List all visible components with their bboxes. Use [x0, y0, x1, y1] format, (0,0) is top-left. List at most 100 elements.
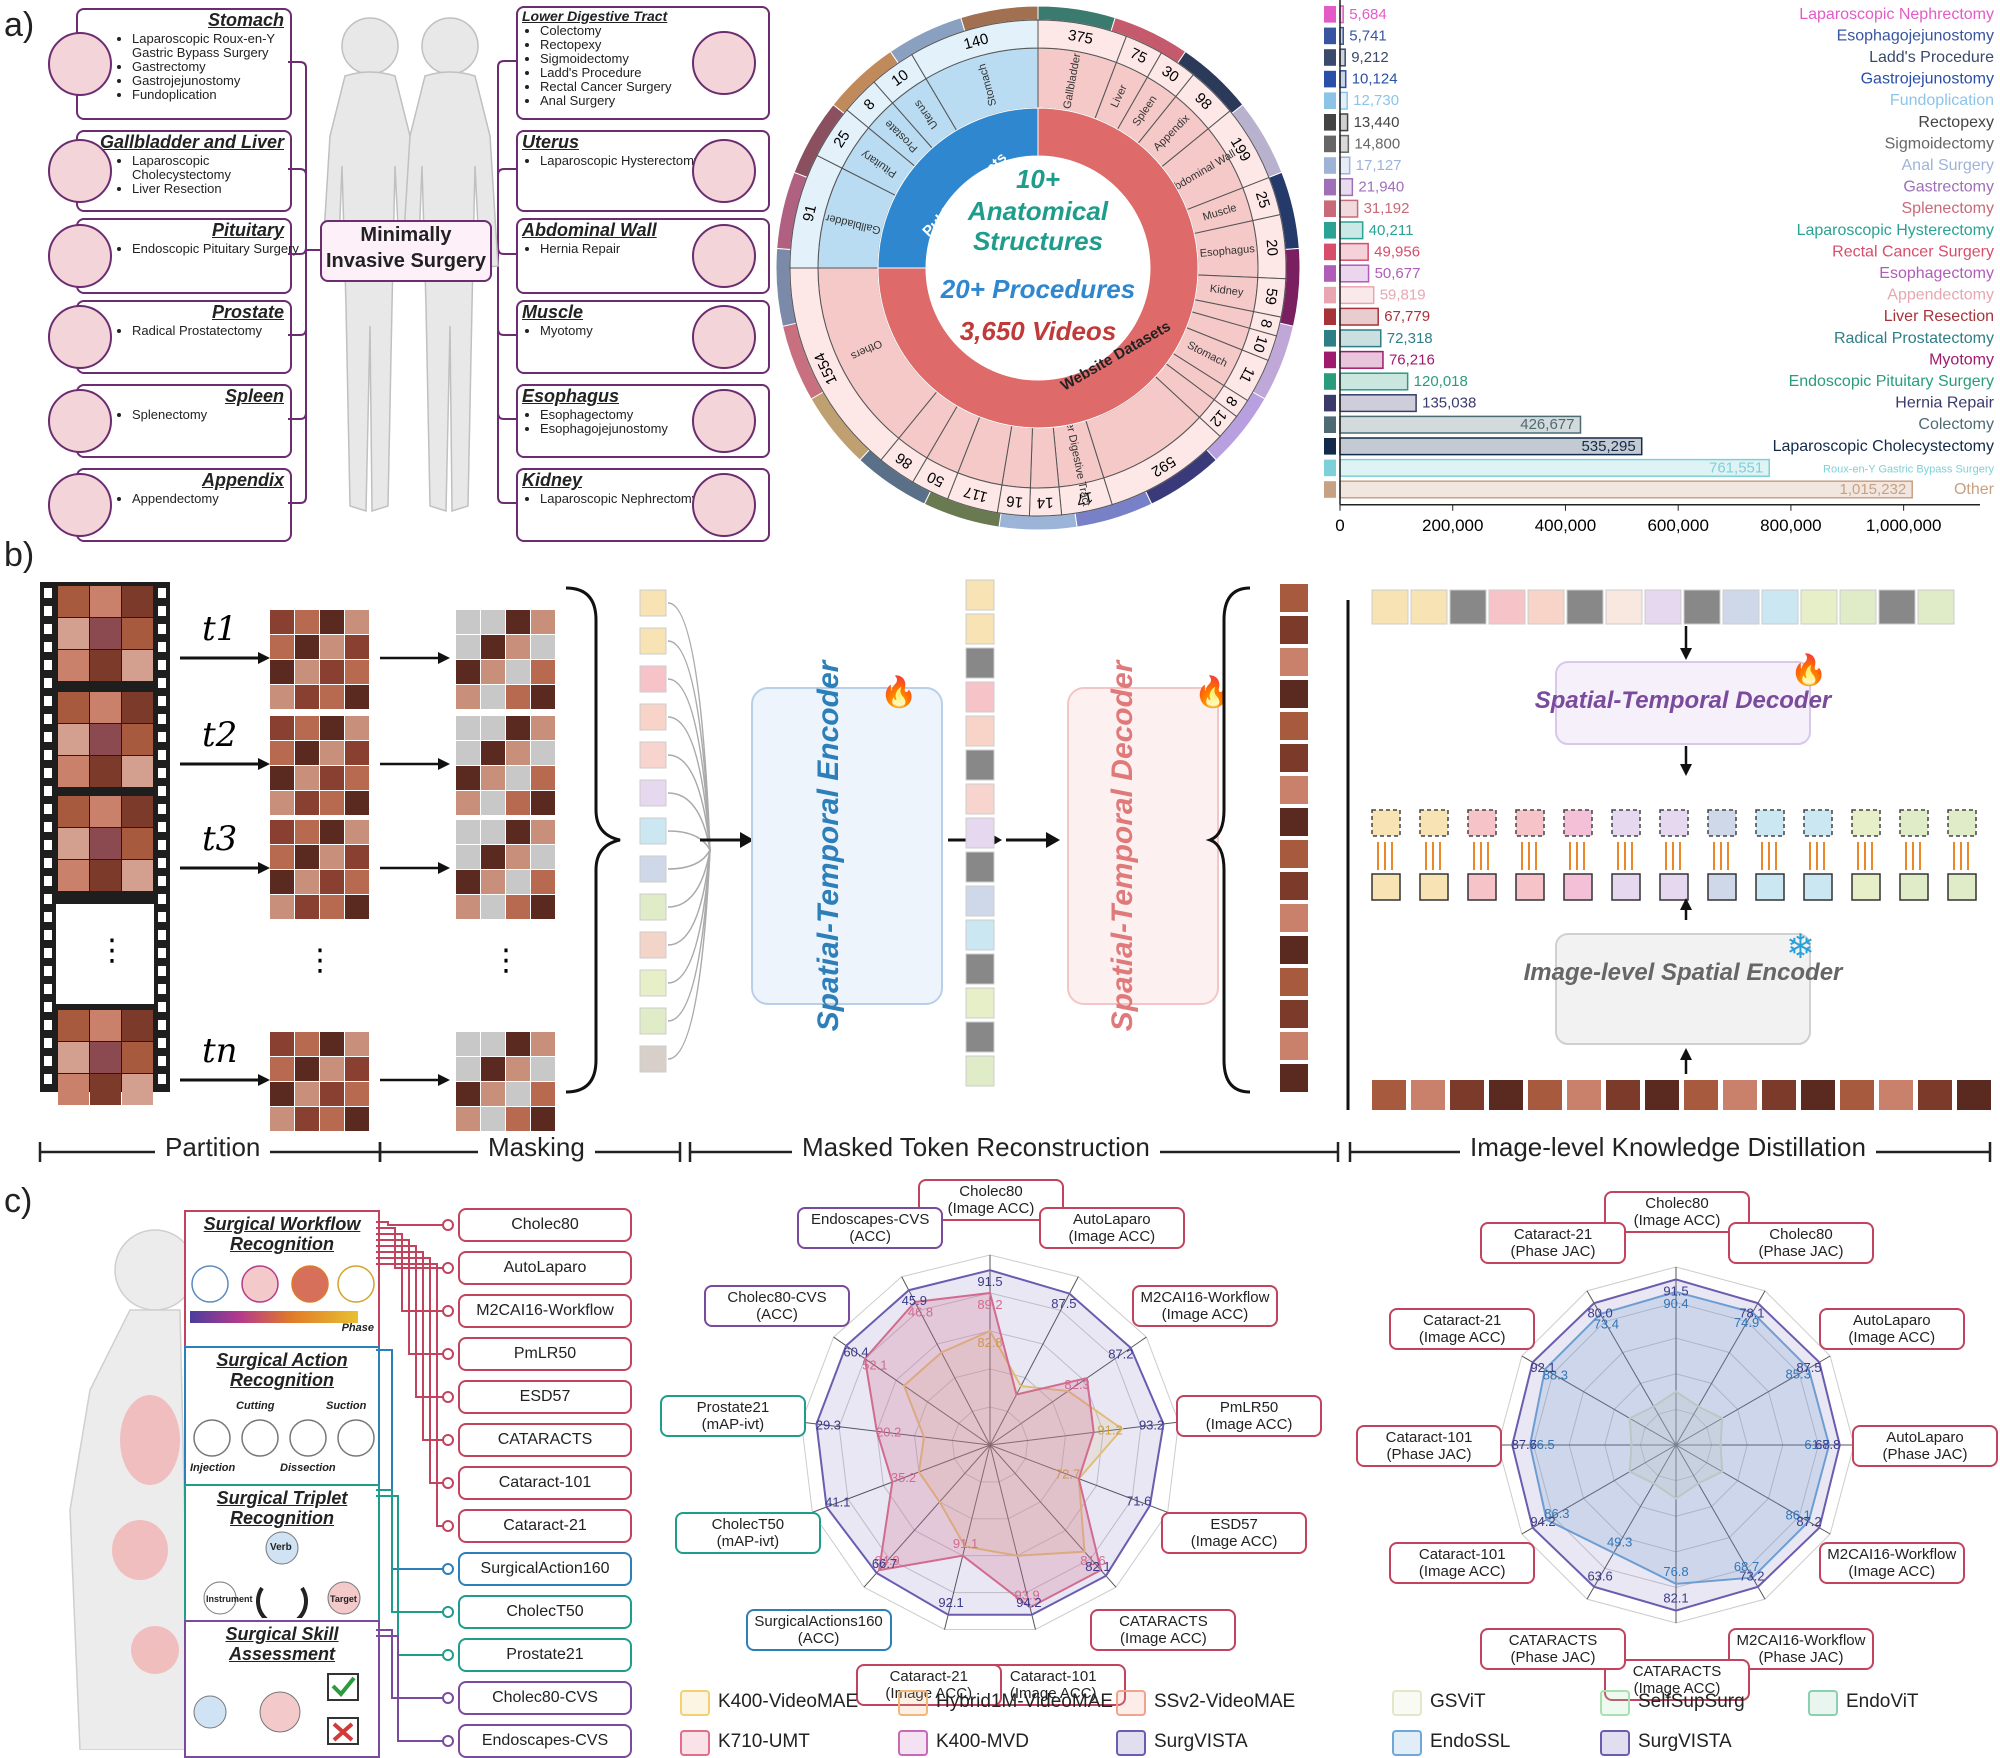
token-connector: [667, 849, 711, 946]
radar-axis-label: ESD57(Image ACC): [1161, 1512, 1308, 1555]
legend-swatch: [1116, 1730, 1146, 1756]
reconstructed-token: [1280, 680, 1308, 708]
bar-5: [1339, 113, 1349, 132]
radar-value-label: 78.1: [1739, 1306, 1764, 1321]
patch: [506, 685, 530, 709]
task-triplet-box: Surgical Triplet Recognition Verb Instru…: [184, 1484, 380, 1622]
masked-patch: [481, 716, 505, 740]
token-connector: [667, 849, 711, 1060]
arrow-head: [258, 652, 270, 664]
website-count-label: 75: [1127, 45, 1149, 68]
patch: [295, 791, 319, 815]
patch: [531, 1032, 555, 1056]
triplet-verb: Verb: [270, 1542, 292, 1553]
arrow-head: [258, 758, 270, 770]
connector-dot: [442, 1477, 454, 1489]
student-token: [1803, 873, 1833, 901]
procedure-item: Gastrectomy: [132, 60, 302, 74]
input-frame: [1840, 1080, 1874, 1110]
token-connector: [667, 640, 711, 851]
input-frame: [1372, 1080, 1406, 1110]
connector-line: [376, 1349, 443, 1570]
radar-value-label: 76.5: [1529, 1437, 1554, 1452]
center-label-box: Minimally Invasive Surgery: [320, 220, 492, 282]
input-frame: [1489, 1080, 1523, 1110]
bar-value-label: 135,038: [1422, 395, 1476, 412]
film-hole: [158, 714, 166, 724]
predicted-token: [1851, 809, 1881, 837]
film-hole: [158, 750, 166, 760]
axis-label-name: SurgicalActions160: [754, 1613, 883, 1631]
radar-value-label: 73.2: [1739, 1568, 1764, 1583]
film-hole: [44, 642, 52, 652]
bar-category-label: Colectomy: [1918, 416, 1994, 433]
radar-series-endossl: [1529, 1290, 1831, 1585]
input-frame: [1762, 1080, 1796, 1110]
connector-dot: [442, 1649, 454, 1661]
dataset-box: Cataract-21: [458, 1509, 632, 1543]
teacher-token: [1722, 589, 1760, 625]
radar-value-label: 87.2: [1796, 1514, 1821, 1529]
bar-2: [1339, 48, 1346, 67]
frame-tile: [58, 796, 89, 827]
bar-category-label: Sigmoidectomy: [1885, 135, 1994, 152]
masked-patch: [481, 820, 505, 844]
frame-tile: [90, 650, 121, 681]
bar-category-label: Myotomy: [1929, 351, 1994, 368]
film-hole: [158, 588, 166, 598]
bar-category-label: Splenectomy: [1902, 200, 1995, 217]
dataset-box: CATARACTS: [458, 1423, 632, 1457]
film-hole: [44, 624, 52, 634]
radar-series-k710: [863, 1291, 1103, 1609]
radar-value-label: 82.1: [1663, 1591, 1688, 1606]
bar-key-swatch: [1324, 49, 1336, 66]
patch: [270, 820, 294, 844]
film-hole: [158, 1074, 166, 1084]
visible-token: [639, 1007, 667, 1035]
dataset-box: CholecT50: [458, 1595, 632, 1629]
reconstructed-token: [1280, 584, 1308, 612]
radar-value-label: 72.7: [1055, 1466, 1080, 1481]
bar-key-swatch: [1324, 459, 1336, 477]
frame-tile: [122, 586, 153, 617]
student-token: [1611, 873, 1641, 901]
radar-value-label: 45.9: [902, 1293, 927, 1308]
task-skill-box: Surgical Skill Assessment: [184, 1620, 380, 1758]
frame-tile: [90, 1074, 121, 1105]
dataset-box: M2CAI16-Workflow: [458, 1294, 632, 1328]
procedure-item: Radical Prostatectomy: [132, 324, 302, 338]
patch: [531, 766, 555, 790]
radar-axis-label: Cholec80(Image ACC): [1604, 1191, 1750, 1233]
patch: [481, 845, 505, 869]
bar-category-label: Gastrojejunostomy: [1861, 71, 1994, 88]
bar-key-swatch: [1324, 243, 1336, 261]
radar-value-label: 90.4: [1663, 1296, 1688, 1311]
patch: [270, 1057, 294, 1081]
workflow-icons: [190, 1265, 375, 1323]
frame-tile: [90, 756, 121, 787]
radar-value-label: 86.1: [1786, 1508, 1811, 1523]
visible-token: [639, 741, 667, 769]
frame-tile: [58, 756, 89, 787]
radar-axis: [989, 1276, 1079, 1446]
reconstructed-token: [1280, 648, 1308, 676]
bar-18: [1339, 394, 1417, 413]
organ-illustration: [692, 224, 756, 288]
radar-value-label: 76.8: [1663, 1564, 1688, 1579]
student-token: [1707, 873, 1737, 901]
frame-tile: [58, 724, 89, 755]
snowflake-icon: ❄: [1786, 928, 1815, 966]
axis-label-metric: (Phase JAC): [1510, 1243, 1596, 1261]
frame-ellipsis-box: [56, 904, 154, 1004]
student-token: [1755, 873, 1785, 901]
reconstructed-token: [1280, 904, 1308, 932]
bar-16: [1339, 350, 1384, 369]
connector-dot: [442, 1606, 454, 1618]
connector-line: [376, 1635, 443, 1742]
patch: [345, 1032, 369, 1056]
frame-tile: [122, 1010, 153, 1041]
axis-label-name: Cholec80-CVS: [727, 1289, 827, 1307]
patch: [320, 1057, 344, 1081]
teacher-token: [1683, 589, 1721, 625]
